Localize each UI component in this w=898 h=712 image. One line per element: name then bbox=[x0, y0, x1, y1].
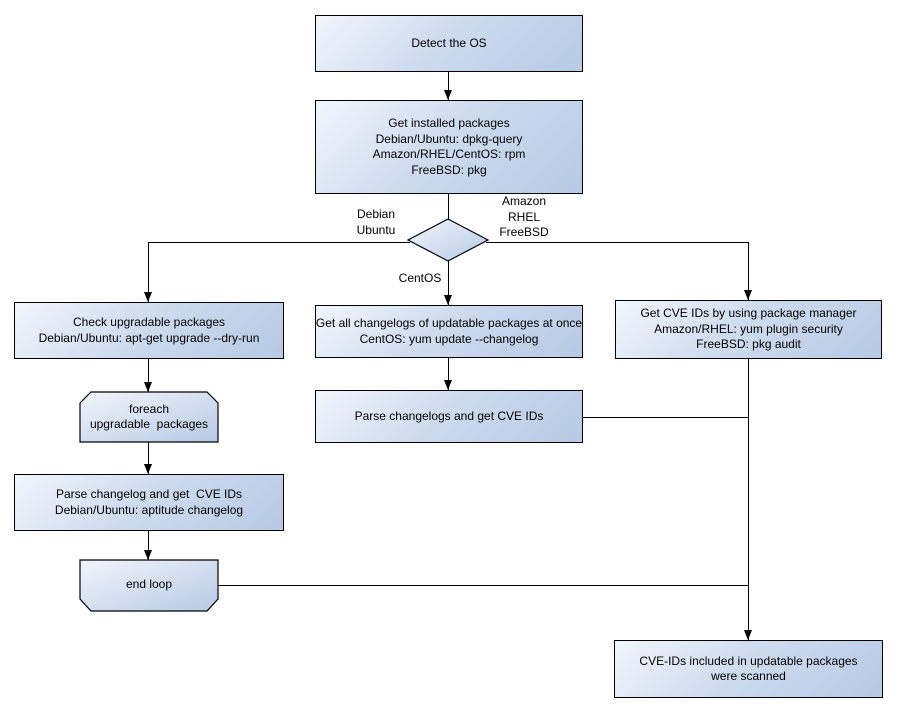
edge-trunk-to-scanned bbox=[748, 358, 749, 640]
edge-endloop-to-trunk bbox=[218, 585, 748, 586]
edge-check-to-foreach bbox=[148, 358, 149, 392]
edge-label-centos: CentOS bbox=[398, 271, 442, 285]
edge-parse-changelogs-to-trunk bbox=[583, 417, 748, 418]
node-parse-changelogs-label: Parse changelogs and get CVE IDs bbox=[354, 408, 544, 423]
node-foreach-loop-shape bbox=[79, 391, 219, 443]
node-parse-changelog-debian-label: Parse changelog and get CVE IDs Debian/U… bbox=[54, 487, 244, 517]
node-get-all-changelogs-label: Get all changelogs of updatable packages… bbox=[315, 316, 583, 346]
arrowhead-get-all-changelogs bbox=[444, 295, 452, 305]
node-foreach-loop: foreach upgradable packages bbox=[79, 391, 219, 443]
node-check-upgradable-packages: Check upgradable packages Debian/Ubuntu:… bbox=[14, 302, 284, 359]
node-check-upgradable-packages-label: Check upgradable packages Debian/Ubuntu:… bbox=[38, 315, 260, 345]
edge-decision-right-vertical bbox=[748, 242, 749, 300]
node-end-loop-shape bbox=[79, 559, 219, 612]
node-get-all-changelogs: Get all changelogs of updatable packages… bbox=[315, 305, 583, 358]
node-cve-ids-scanned: CVE-IDs included in updatable packages w… bbox=[614, 640, 883, 698]
edge-label-debian-ubuntu: Debian Ubuntu bbox=[356, 207, 396, 237]
arrowhead-get-cve-ids bbox=[744, 290, 752, 300]
edge-label-amazon-rhel-freebsd: Amazon RHEL FreeBSD bbox=[499, 194, 549, 239]
arrowhead-parse-changelogs bbox=[444, 380, 452, 390]
edge-decision-centos bbox=[448, 260, 449, 305]
node-parse-changelog-debian: Parse changelog and get CVE IDs Debian/U… bbox=[14, 474, 284, 531]
node-parse-changelogs: Parse changelogs and get CVE IDs bbox=[315, 390, 583, 443]
arrowhead-parse-changelog-debian bbox=[144, 464, 152, 474]
edge-foreach-to-parse bbox=[148, 442, 149, 474]
edge-detect-to-installed bbox=[448, 71, 449, 100]
node-detect-os: Detect the OS bbox=[315, 15, 583, 72]
edge-installed-to-decision bbox=[448, 193, 449, 220]
arrowhead-installed bbox=[444, 90, 452, 100]
edge-changelogs-to-parse bbox=[448, 357, 449, 390]
node-get-installed-packages-label: Get installed packages Debian/Ubuntu: dp… bbox=[372, 116, 526, 177]
arrowhead-foreach bbox=[144, 382, 152, 392]
arrowhead-cve-ids-scanned bbox=[744, 630, 752, 640]
node-detect-os-label: Detect the OS bbox=[411, 35, 487, 50]
edge-parse-to-endloop bbox=[148, 530, 149, 560]
node-get-installed-packages: Get installed packages Debian/Ubuntu: dp… bbox=[315, 100, 583, 194]
node-end-loop-label: end loop bbox=[125, 577, 173, 592]
edge-decision-left-horizontal bbox=[148, 242, 410, 243]
node-get-cve-ids-package-manager: Get CVE IDs by using package manager Ama… bbox=[615, 300, 882, 359]
arrowhead-end-loop bbox=[144, 550, 152, 560]
node-foreach-loop-label: foreach upgradable packages bbox=[89, 401, 209, 432]
edge-decision-right-horizontal bbox=[486, 242, 748, 243]
node-cve-ids-scanned-label: CVE-IDs included in updatable packages w… bbox=[639, 653, 858, 684]
edge-decision-left-vertical bbox=[148, 242, 149, 302]
node-get-cve-ids-package-manager-label: Get CVE IDs by using package manager Ama… bbox=[640, 306, 857, 352]
arrowhead-check-upgradable bbox=[144, 292, 152, 302]
node-end-loop: end loop bbox=[79, 559, 219, 611]
